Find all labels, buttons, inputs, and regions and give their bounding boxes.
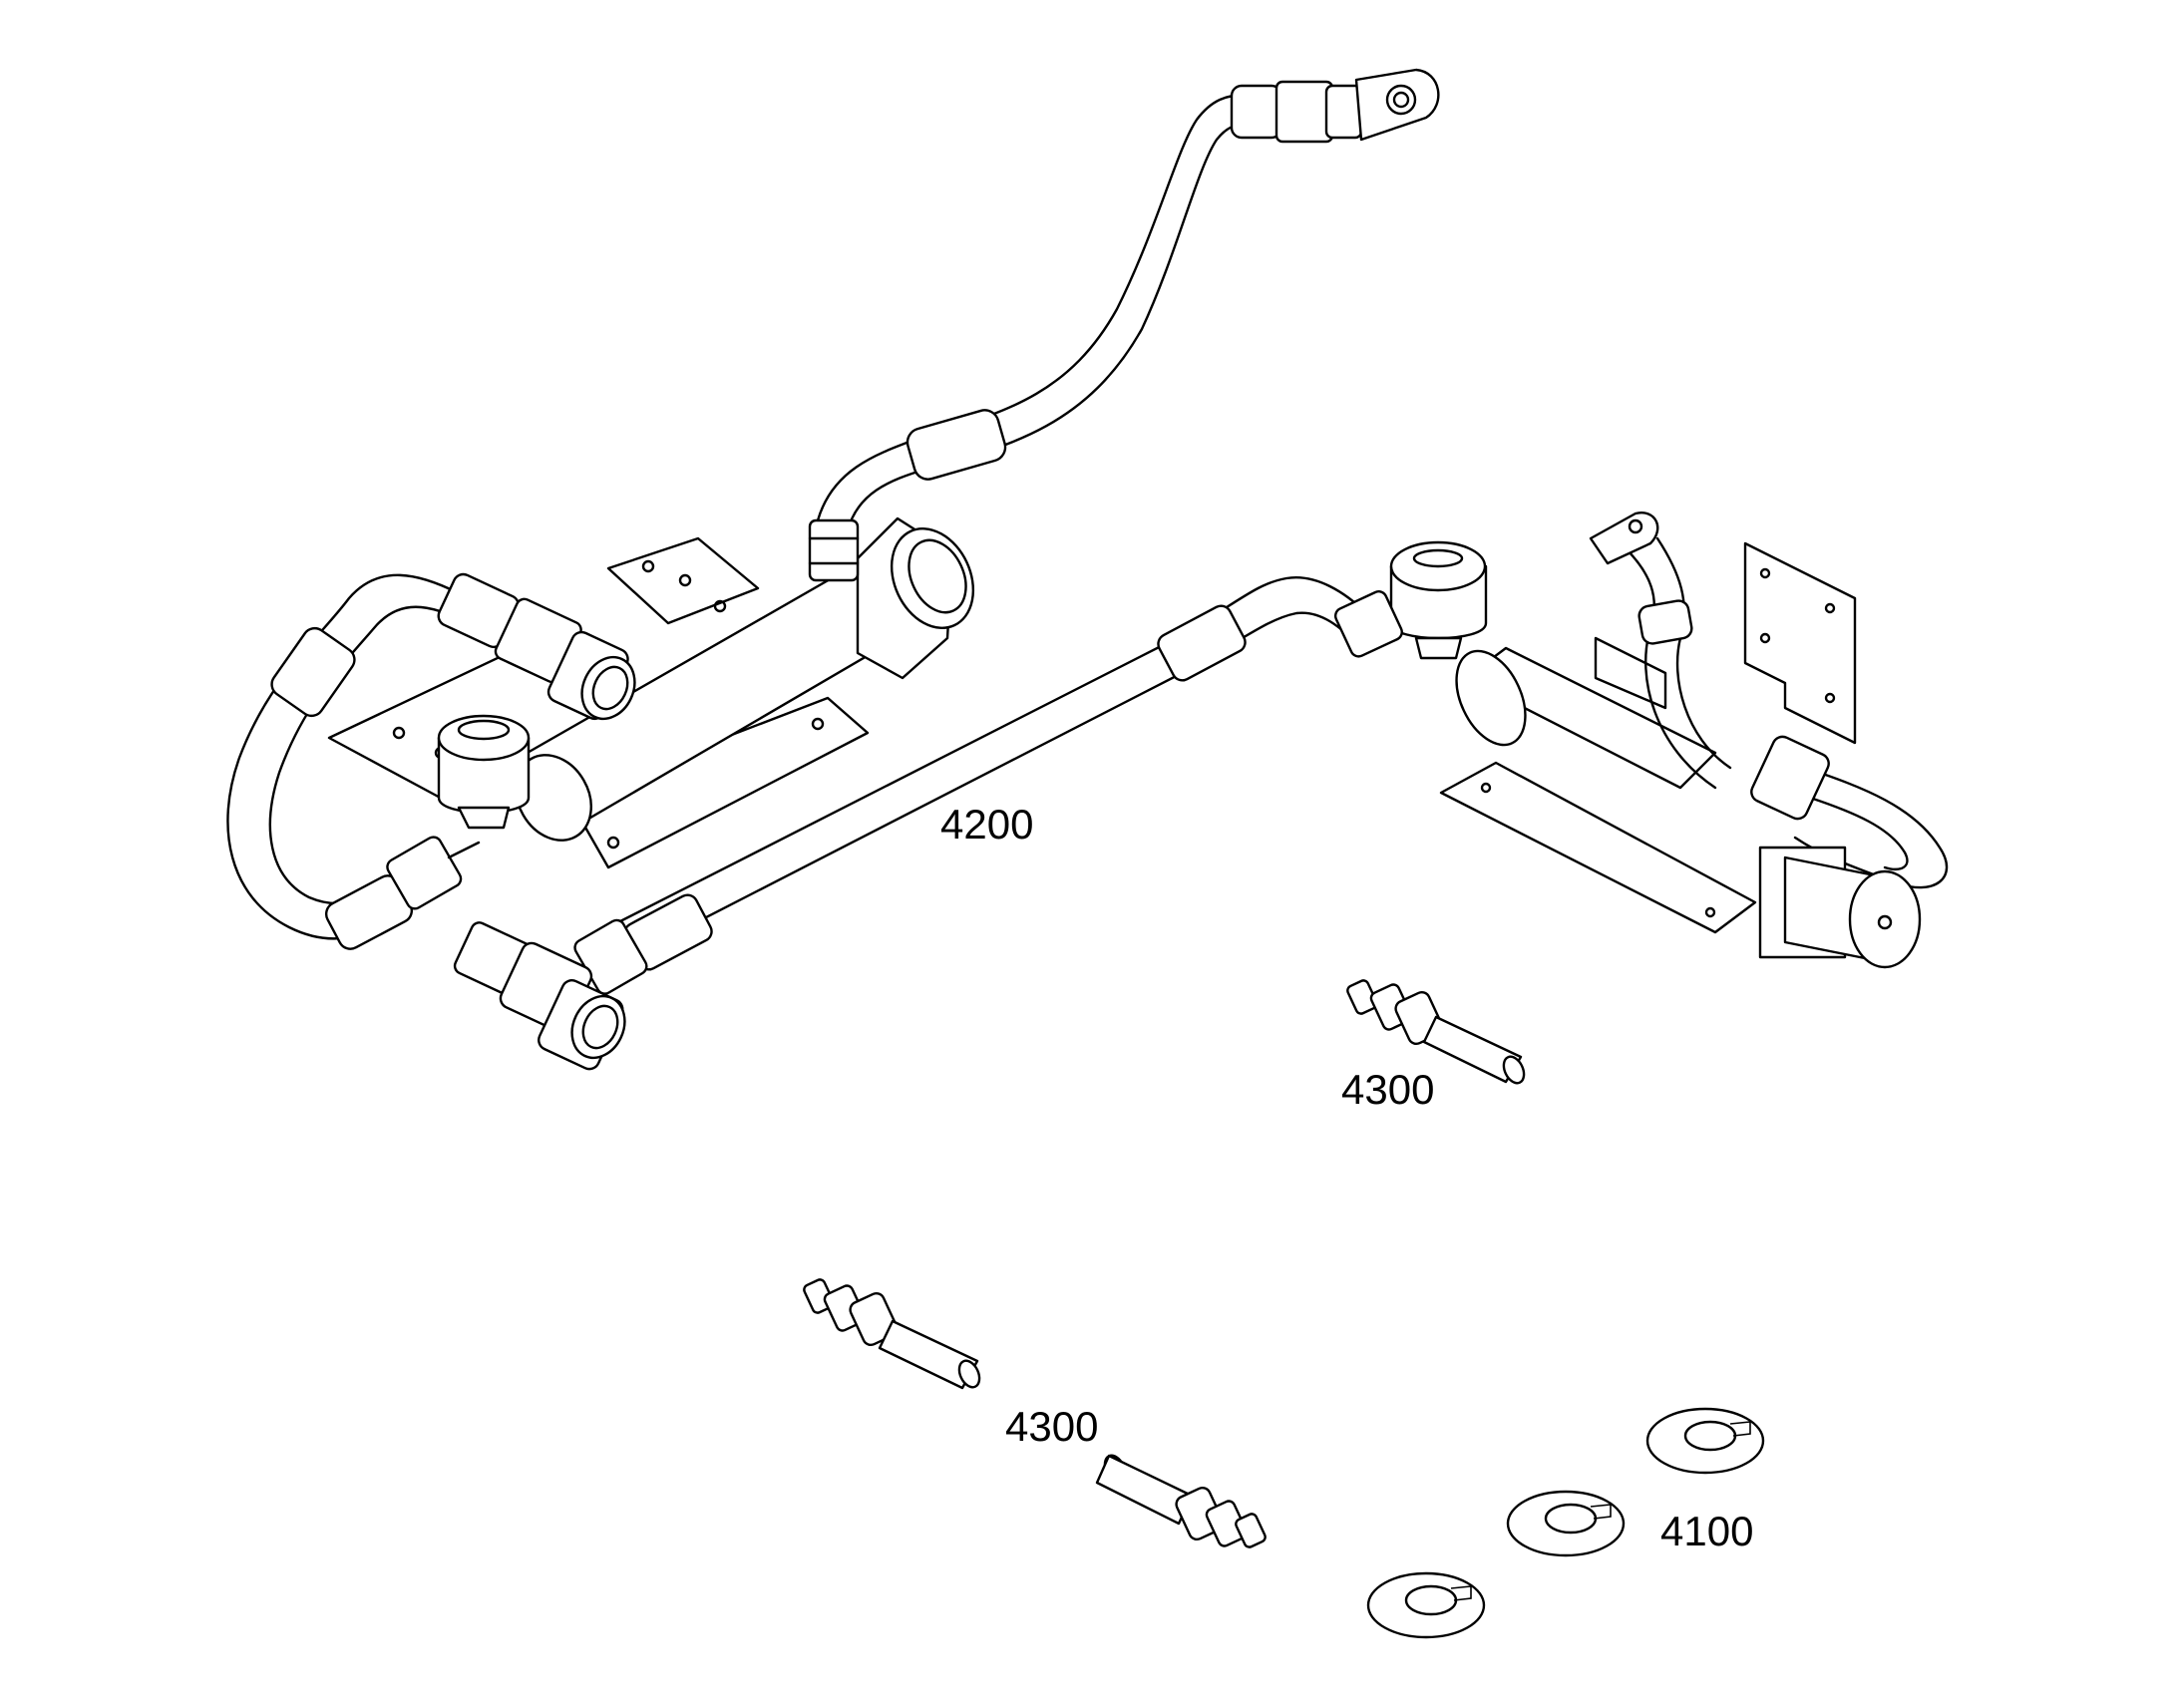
left-pressure-cap	[437, 714, 531, 830]
washer-top	[1645, 1407, 1765, 1475]
left-upper-union	[808, 518, 860, 582]
callout-4300-lower: 4300	[1005, 1403, 1099, 1450]
left-lower-union	[386, 836, 481, 910]
upper-hose	[816, 93, 1254, 532]
upper-fitting-eye	[1230, 68, 1440, 144]
right-mounting-brackets	[1439, 541, 1857, 934]
pin-lower-right	[1095, 1454, 1267, 1548]
lower-left-elbow-fitting	[453, 918, 648, 1071]
right-pipe-nut	[1637, 599, 1693, 645]
left-tee-fitting	[437, 572, 636, 721]
main-diagonal-hose	[616, 576, 1368, 971]
right-curved-pipe	[1589, 512, 1732, 790]
loop-hose-sleeve	[270, 626, 356, 718]
washer-bottom	[1366, 1571, 1486, 1639]
right-hose-nut	[1750, 735, 1830, 821]
callout-4300-upper: 4300	[1341, 1066, 1435, 1113]
right-end-cap	[1758, 846, 1922, 969]
right-pressure-cap	[1389, 540, 1488, 660]
main-hose-sleeve	[1157, 604, 1247, 682]
left-end-cap	[856, 516, 975, 680]
hose-sleeve	[906, 409, 1007, 481]
callout-4100: 4100	[1660, 1508, 1754, 1554]
pin-upper-right	[1346, 979, 1526, 1085]
washer-middle	[1506, 1490, 1626, 1557]
right-accumulator-tube	[1455, 646, 1717, 790]
right-upper-union	[1333, 590, 1403, 658]
pin-lower-left	[803, 1278, 981, 1390]
left-loop-hose	[226, 573, 471, 950]
callout-4200: 4200	[940, 801, 1034, 848]
